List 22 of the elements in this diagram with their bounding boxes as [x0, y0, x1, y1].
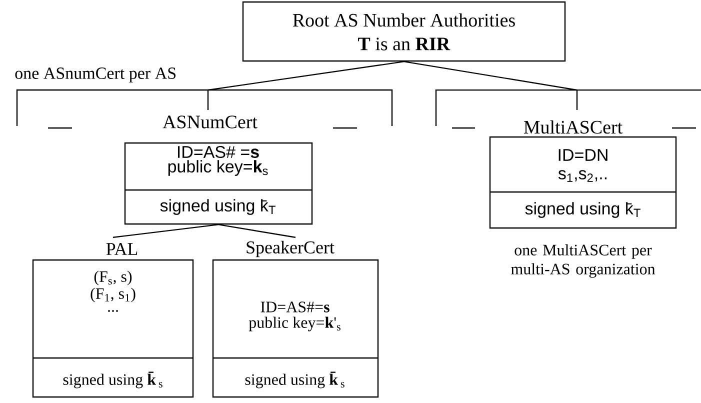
node-label: signed using k̄$_{s}$: [63, 372, 162, 388]
node-label: public key=k'$_{s}$: [248, 316, 340, 332]
note-text: one MultiASCert per multi-AS organization: [511, 244, 656, 278]
cert-title: ASNumCert: [162, 116, 258, 128]
root-box: Root AS Number Authorities T is an RIR: [242, 1, 566, 62]
cert-box: ID=AS# =s public key=k$_{s}$ signed using k̄$_{T}$: [124, 142, 313, 225]
connector-line: [404, 61, 578, 110]
cert-box: ID=AS#=s public key=k'$_{s}$ signed using k̄$_{s}$: [212, 259, 379, 398]
node-label: signed using k̄$_{s}$: [245, 372, 344, 388]
cert-title: PAL: [106, 243, 138, 255]
node-label: (F$_{1}$, s$_{1}$): [90, 288, 136, 302]
cert-box: (F$_{s}$, s) (F$_{1}$, s$_{1}$) ... signed using k̄$_{s}$: [32, 259, 194, 398]
cert-title: MultiASCert: [524, 120, 622, 134]
cert-box: ID=DN s$_{1}$,s$_{2}$,.. signed using k̄$_{T}$: [489, 136, 677, 229]
connector-line: [218, 224, 296, 238]
cert-title: SpeakerCert: [246, 240, 334, 258]
node-label: ...: [108, 310, 118, 312]
node-label: ID=AS#=s: [260, 302, 330, 312]
node-label: (F$_{s}$, s): [94, 270, 132, 286]
connector-line: [207, 61, 404, 110]
connector-line: [112, 224, 219, 238]
annotation-text: one ASnumCert per AS: [15, 68, 176, 82]
